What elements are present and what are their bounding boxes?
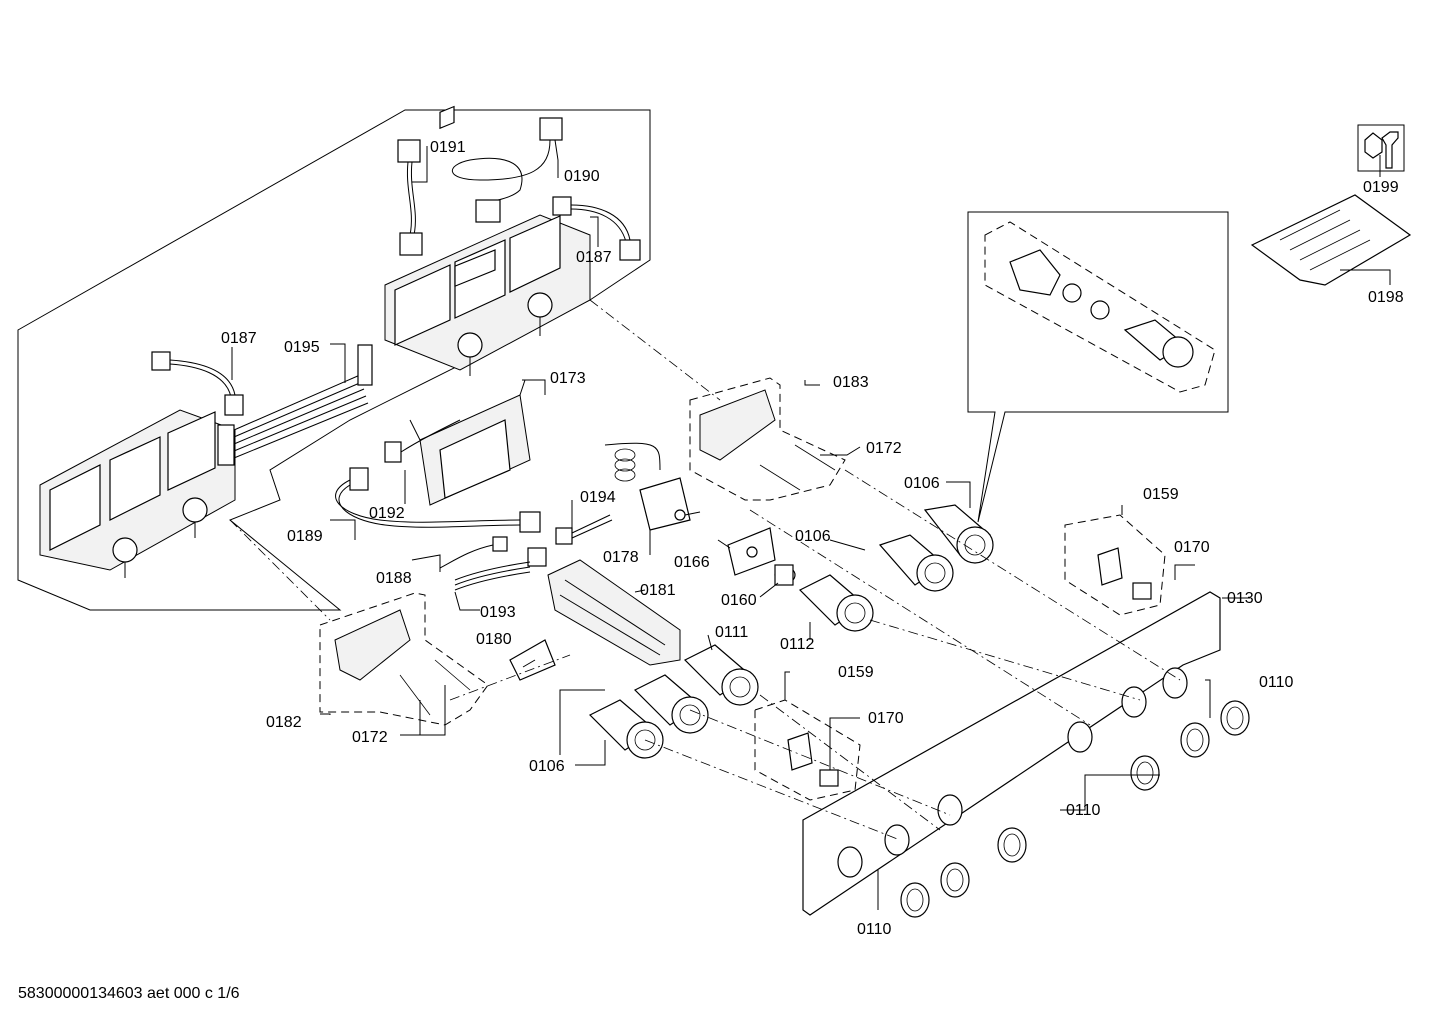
- cable-0187-left: [151, 351, 244, 416]
- knob-0106-left-lower: [588, 699, 664, 759]
- cable-0190: [451, 117, 563, 223]
- bezel-0110-e: [1180, 722, 1210, 758]
- label-0180: 0180: [476, 631, 512, 648]
- label-0111: 0111: [715, 624, 748, 641]
- detail-outline-main: [17, 109, 651, 611]
- label-0106-right-upper: 0106: [904, 475, 940, 492]
- electronic-module-0173: [409, 249, 531, 506]
- knob-0106-right-lower: [878, 534, 954, 592]
- knob-0111: [683, 644, 759, 706]
- label-0183: 0183: [833, 374, 869, 391]
- knob-0106-left-upper: [633, 674, 709, 734]
- label-0172-right: 0172: [866, 440, 902, 457]
- label-0106-right-lower: 0106: [795, 528, 831, 545]
- bracket-0166: [727, 527, 776, 576]
- label-0199: 0199: [1363, 179, 1399, 196]
- label-0170-right: 0170: [1174, 539, 1210, 556]
- label-0172-left: 0172: [352, 729, 388, 746]
- label-0198: 0198: [1368, 289, 1404, 306]
- label-0187-upper: 0187: [576, 249, 612, 266]
- label-0194: 0194: [580, 489, 616, 506]
- cable-0187-upper: [552, 196, 641, 261]
- label-0191: 0191: [430, 139, 466, 156]
- leader-lines: [231, 139, 1391, 910]
- label-0189: 0189: [287, 528, 323, 545]
- cable-0193: [454, 561, 531, 591]
- switch-block-left: [39, 409, 236, 578]
- label-0110-right: 0110: [1259, 674, 1294, 691]
- front-panel-0130: [802, 591, 1221, 916]
- label-0159-right: 0159: [1143, 486, 1179, 503]
- label-0181: 0181: [640, 582, 676, 599]
- cable-0194: [555, 514, 613, 545]
- cable-0189: [335, 467, 541, 533]
- label-0166: 0166: [674, 554, 710, 571]
- label-0106-left: 0106: [529, 758, 565, 775]
- label-0112: 0112: [780, 636, 815, 653]
- label-0110-middle: 0110: [1066, 802, 1101, 819]
- label-0182: 0182: [266, 714, 302, 731]
- wrench-nut-icon: [1357, 124, 1405, 172]
- cable-0191: [397, 139, 423, 256]
- bezel-0110-b: [940, 862, 970, 898]
- inset-detail: [967, 211, 1229, 523]
- switch-block-upper: [384, 105, 591, 376]
- label-0160: 0160: [721, 592, 757, 609]
- label-0110-bottom: 0110: [857, 921, 892, 938]
- bracket-0180: [509, 639, 556, 681]
- cable-0192: [384, 419, 461, 463]
- drawing-number: 58300000134603 aet 000 c 1/6: [18, 985, 240, 1002]
- group-0182: [319, 592, 489, 726]
- bezel-0110-d: [1130, 755, 1160, 791]
- terminal-block-0181: [547, 559, 681, 666]
- label-0193: 0193: [480, 604, 516, 621]
- label-0173: 0173: [550, 370, 586, 387]
- part-labels: 0191 0190 0187 0187 0195 0173 0192 0189 …: [221, 139, 1404, 938]
- bezel-0110-f: [1220, 700, 1250, 736]
- bezel-0110-a: [900, 882, 930, 918]
- part-0160: [774, 564, 796, 586]
- cable-0188: [439, 536, 547, 569]
- label-0188: 0188: [376, 570, 412, 587]
- group-0159-left: [754, 699, 861, 801]
- label-0130: 0130: [1227, 590, 1263, 607]
- screw-bag-icon: [1250, 194, 1412, 286]
- label-0159-left: 0159: [838, 664, 874, 681]
- alignment-lines: [229, 299, 1181, 841]
- label-0192: 0192: [369, 505, 405, 522]
- label-0190: 0190: [564, 168, 600, 185]
- knob-0106-right-upper: [923, 504, 994, 564]
- label-0187-left: 0187: [221, 330, 257, 347]
- knob-0112: [798, 574, 874, 632]
- group-0183: [689, 377, 846, 501]
- group-0159-right: [1064, 514, 1166, 616]
- bezel-0110-c: [997, 827, 1027, 863]
- label-0170-left: 0170: [868, 710, 904, 727]
- thermostat-0178: [604, 442, 701, 531]
- label-0178: 0178: [603, 549, 639, 566]
- ribbon-cable-0195: [217, 344, 373, 466]
- label-0195: 0195: [284, 339, 320, 356]
